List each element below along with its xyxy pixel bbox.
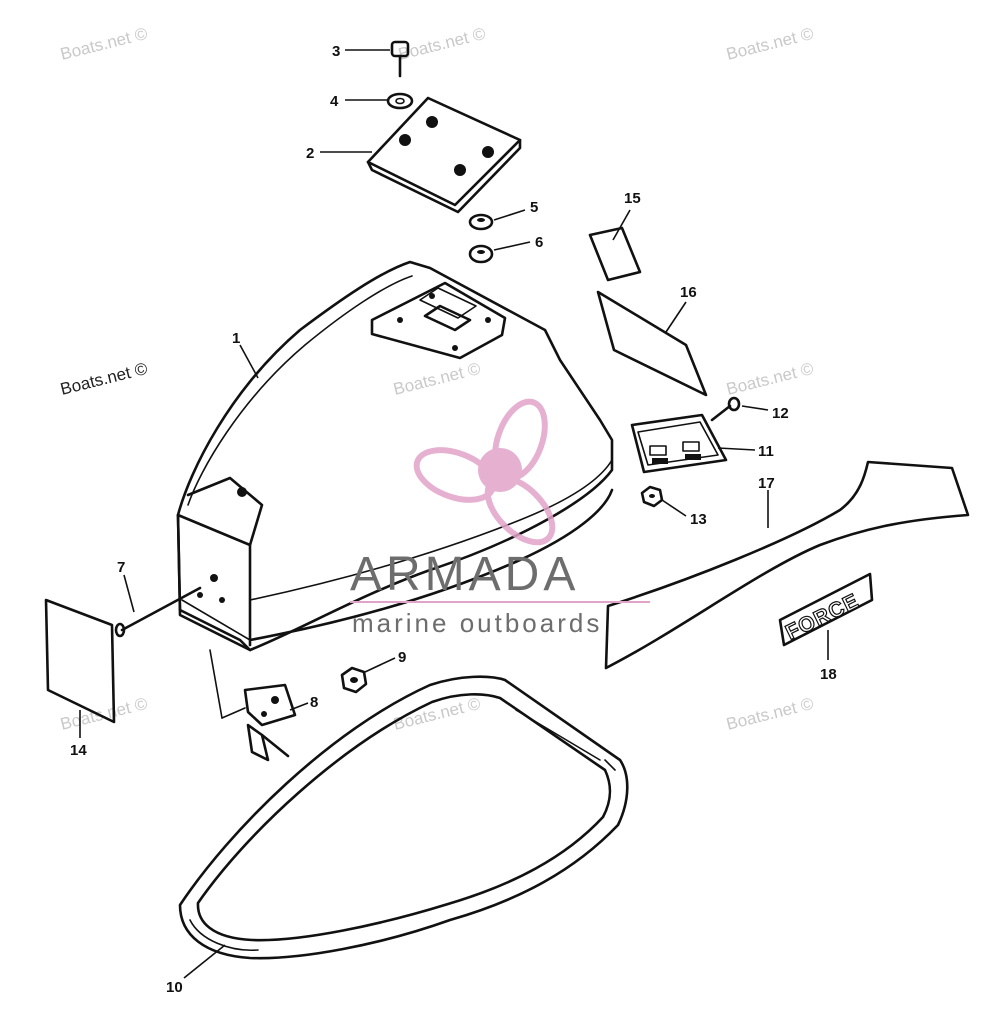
part-seal-ring [178, 675, 629, 960]
callout-5: 5 [530, 199, 538, 216]
watermark: Boats.net © [724, 359, 815, 399]
callout-17: 17 [758, 475, 775, 492]
part-stripe-decal [604, 460, 970, 670]
part-hex-nut [340, 666, 368, 694]
part-screw-top [390, 40, 410, 78]
callout-16: 16 [680, 284, 697, 301]
callout-18: 18 [820, 666, 837, 683]
watermark: Boats.net © [724, 694, 815, 734]
watermark: Boats.net © [58, 359, 149, 399]
part-label-plate [630, 413, 728, 474]
part-decal-large [596, 290, 708, 397]
leader-lines [79, 49, 829, 979]
part-force-decal: FORCE [778, 572, 874, 647]
part-screw-side [710, 396, 741, 422]
part-bolt [114, 586, 202, 638]
part-decal-side [44, 598, 116, 724]
callout-3: 3 [332, 43, 340, 60]
callout-2: 2 [306, 145, 314, 162]
brand-watermark: ARMADA marine outboards [350, 398, 650, 638]
callout-8: 8 [310, 694, 318, 711]
watermark: Boats.net © [58, 694, 149, 734]
watermark: Boats.net © [396, 24, 487, 64]
callout-13: 13 [690, 511, 707, 528]
callout-7: 7 [117, 559, 125, 576]
watermark: Boats.net © [724, 24, 815, 64]
callout-10: 10 [166, 979, 183, 996]
part-washer [386, 92, 414, 110]
brand-name: ARMADA [350, 548, 579, 601]
watermark: Boats.net © [58, 24, 149, 64]
callout-1: 1 [232, 330, 240, 347]
brand-tagline: marine outboards [352, 608, 602, 638]
part-top-cowl [176, 260, 614, 652]
callout-12: 12 [772, 405, 789, 422]
part-nut [468, 244, 494, 264]
callout-11: 11 [758, 443, 774, 460]
callout-14: 14 [70, 742, 87, 759]
part-nut-small [640, 485, 664, 508]
part-latch-bracket [209, 649, 297, 762]
part-cover-plate [366, 96, 522, 214]
part-grommet [468, 213, 494, 231]
callout-9: 9 [398, 649, 406, 666]
propeller-logo-icon [413, 398, 556, 546]
callout-15: 15 [624, 190, 641, 207]
watermark: Boats.net © [391, 359, 482, 399]
callouts: 1 2 3 4 5 6 7 8 9 10 11 12 13 14 15 16 1… [70, 43, 837, 996]
callout-4: 4 [330, 93, 339, 110]
callout-6: 6 [535, 234, 543, 251]
part-decal-small [588, 226, 642, 282]
